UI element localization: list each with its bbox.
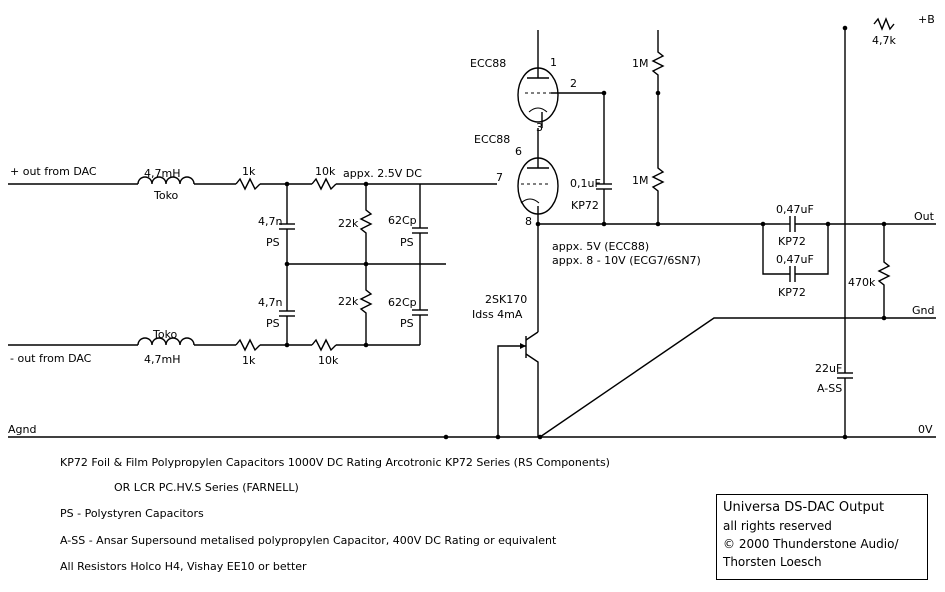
c-62p-top-label: 62Cp [388, 214, 417, 227]
pin-8-label: 8 [525, 215, 532, 228]
pin-1-label: 1 [550, 56, 557, 69]
c-047-b-label: 0,47uF [776, 253, 814, 266]
c-047-b-type: KP72 [778, 286, 806, 299]
upper-triode [517, 30, 604, 128]
cathode-note-1: appx. 5V (ECC88) [552, 240, 649, 253]
c-47n-bot-label: 4,7n [258, 296, 282, 309]
tube-upper-label: ECC88 [470, 57, 506, 70]
plus-input-line [8, 176, 497, 191]
c-47n-top-type: PS [266, 236, 280, 249]
title-block: Universa DS-DAC Output all rights reserv… [716, 494, 928, 580]
output-node-wiring [535, 30, 780, 227]
title-line-3: © 2000 Thunderstone Audio/ [723, 537, 899, 551]
cathode-note-2: appx. 8 - 10V (ECG7/6SN7) [552, 254, 701, 267]
c-62p-top-type: PS [400, 236, 414, 249]
minus-input-line [8, 337, 420, 352]
agnd-label: Agnd [8, 423, 36, 436]
lower-triode [517, 150, 559, 224]
c-47n-bot-type: PS [266, 317, 280, 330]
title-line-1: Universa DS-DAC Output [723, 500, 885, 515]
r-470k-label: 470k [848, 276, 876, 289]
out-label: Out [914, 210, 935, 223]
jfet-idss-label: Idss 4mA [472, 308, 523, 321]
minus-input-label: - out from DAC [10, 352, 92, 365]
pin-7-label: 7 [496, 171, 503, 184]
r-10k-top-label: 10k [315, 165, 336, 178]
note-ps: PS - Polystyren Capacitors [60, 507, 204, 520]
zero-v-label: 0V [918, 423, 933, 436]
note-ass: A-SS - Ansar Supersound metalised polypr… [60, 534, 557, 547]
note-kp72-alt: OR LCR PC.HV.S Series (FARNELL) [114, 481, 299, 494]
c-62p-bot-type: PS [400, 317, 414, 330]
jfet-current-source [497, 224, 539, 437]
supply-rails [8, 17, 936, 440]
title-line-4: Thorsten Loesch [723, 555, 822, 569]
c-47n-top-label: 4,7n [258, 215, 282, 228]
plus-input-label: + out from DAC [10, 165, 97, 178]
gnd-label: Gnd [912, 304, 934, 317]
r-22k-top-label: 22k [338, 217, 359, 230]
c-22u-label: 22uF [815, 362, 842, 375]
c-01u-label: 0,1uF [570, 177, 601, 190]
r-10k-bot-label: 10k [318, 354, 339, 367]
c-62p-bot-label: 62Cp [388, 296, 417, 309]
r-22k-bot-label: 22k [338, 295, 359, 308]
c-22u-type: A-SS [817, 382, 842, 395]
c-047-a-type: KP72 [778, 235, 806, 248]
note-kp72: KP72 Foil & Film Polypropylen Capacitors… [60, 456, 610, 469]
dc-note: appx. 2.5V DC [343, 167, 422, 180]
l2-value-label: 4,7mH [144, 353, 180, 366]
supply-label: +B [918, 13, 935, 26]
filter-network [279, 181, 446, 348]
r-1m-bot-label: 1M [632, 174, 649, 187]
note-resistors: All Resistors Holco H4, Vishay EE10 or b… [60, 560, 307, 573]
pin-2-label: 2 [570, 77, 577, 90]
output-caps [760, 216, 936, 321]
jfet-label: 2SK170 [485, 293, 527, 306]
l1-value-label: 4,7mH [144, 167, 180, 180]
r-47k-label: 4,7k [872, 34, 896, 47]
c-047-a-label: 0,47uF [776, 203, 814, 216]
r-1k-bot-label: 1k [242, 354, 256, 367]
r-1k-top-label: 1k [242, 165, 256, 178]
l1-type-label: Toko [153, 189, 179, 202]
pin-3-label: 3 [536, 121, 543, 134]
l2-type-label: Toko [152, 328, 178, 341]
r-1m-top-label: 1M [632, 57, 649, 70]
title-line-2: all rights reserved [723, 519, 832, 533]
tube-lower-label: ECC88 [474, 133, 510, 146]
c-01u-type: KP72 [571, 199, 599, 212]
pin-6-label: 6 [515, 145, 522, 158]
